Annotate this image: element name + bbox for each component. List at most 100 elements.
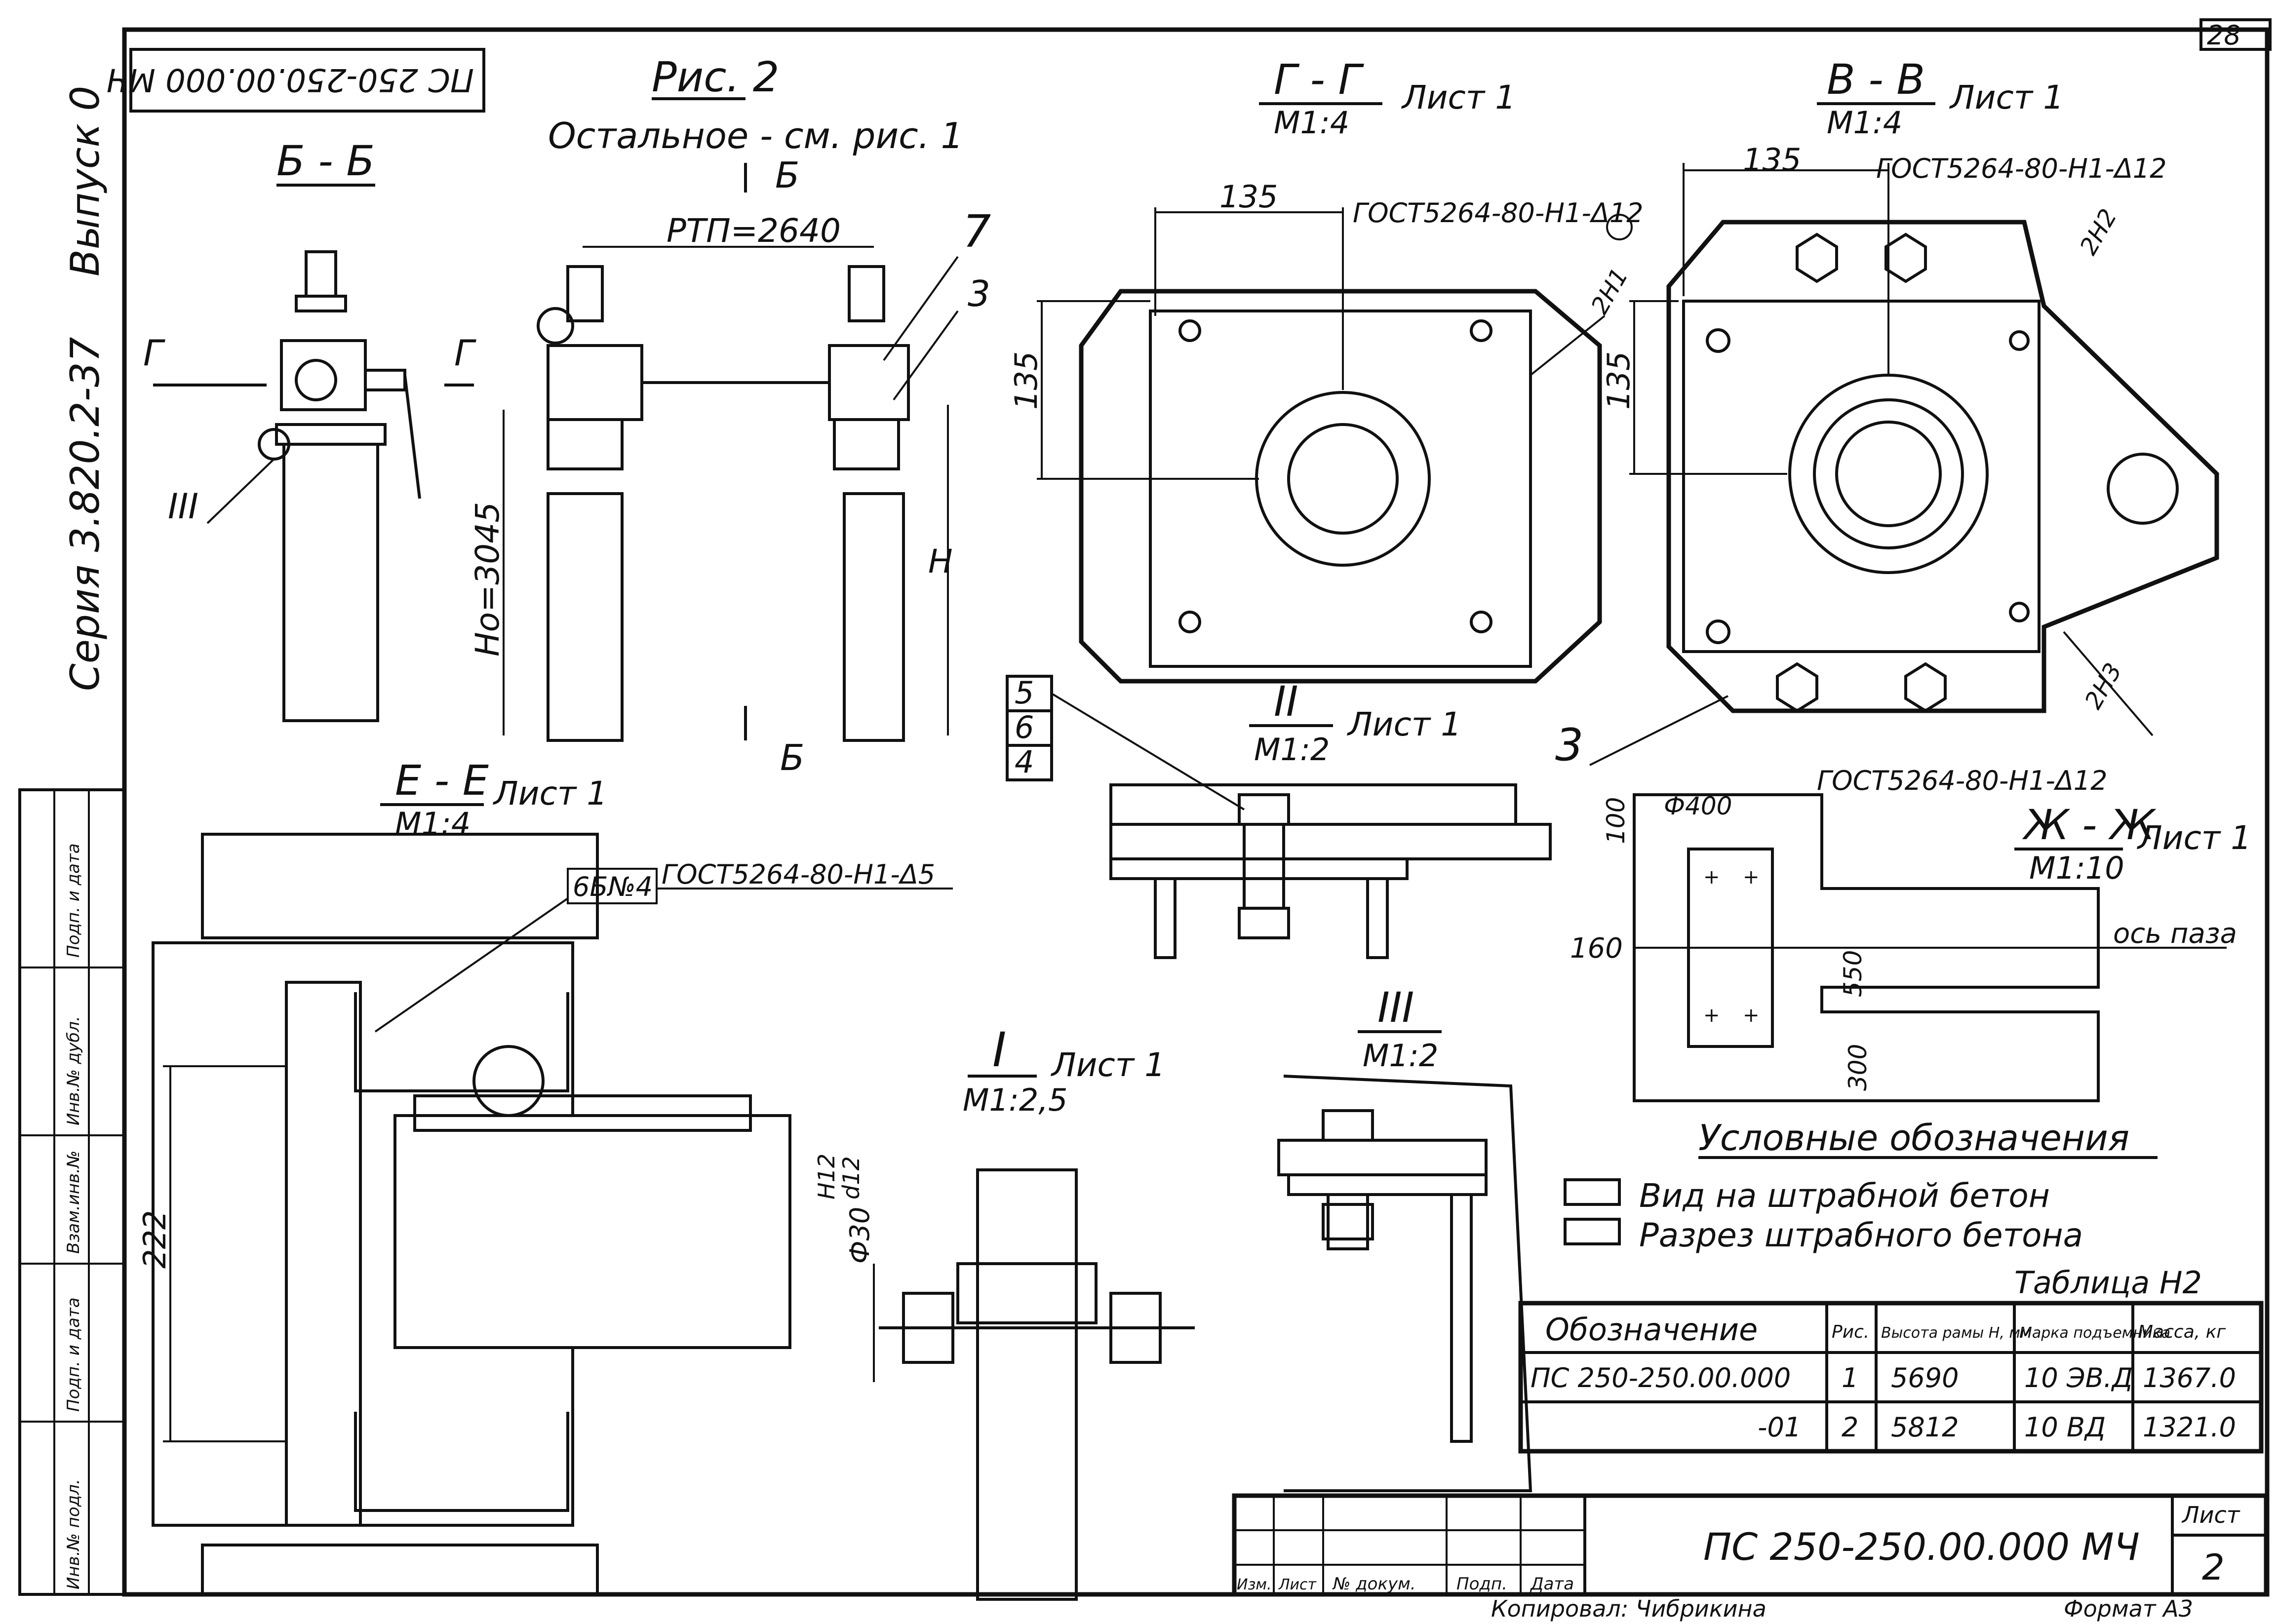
side-stamp: Инв.№ подл. Подп. и дата Взам.инв.№ Инв.…: [18, 86, 126, 1596]
section-ee-sheet: Лист 1: [493, 774, 607, 812]
table-cell: 1321.0: [2143, 1412, 2236, 1443]
data-table: Таблица Н2 Обозначение Рис. Высота рамы …: [1518, 1265, 2264, 1454]
zhzh-d550: 550: [1839, 950, 1867, 997]
table-cell: -01: [1758, 1412, 1801, 1443]
section-vv-sheet: Лист 1: [1949, 78, 2064, 116]
detail-1-sheet: Лист 1: [1051, 1046, 1165, 1084]
detail-2: II М1:2 Лист 1 5 6 4: [1006, 675, 1552, 959]
section-gg: Г - Г М1:4 Лист 1 135 135 ГОСТ5264-80-Н1…: [1008, 55, 1644, 684]
title-format: Формат А3: [2064, 1595, 2193, 1622]
title-col: Дата: [1530, 1574, 1574, 1594]
callout-3-top: 3: [968, 273, 990, 314]
table-header: Рис.: [1832, 1322, 1869, 1342]
detail-1: I М1:2,5 Лист 1 Ф30 Н12 d12: [813, 1022, 1195, 1601]
vv-dim-135-v: 135: [1601, 351, 1637, 410]
section-vv: В - В М1:4 Лист 1 135 135 ГОСТ5264-80-Н1…: [1555, 55, 2219, 796]
ee-channel: 6Б№4: [573, 871, 653, 902]
table-cell: 5690: [1891, 1362, 1959, 1393]
side-issue: Выпуск 0: [62, 86, 108, 276]
table-header: Марка подъемника: [2019, 1324, 2170, 1342]
h0-dim: Но=3045: [469, 502, 507, 657]
rtp-dim: РТП=2640: [667, 212, 841, 250]
table-cell: ПС 250-250.00.000: [1531, 1362, 1791, 1393]
title-col: Изм.: [1237, 1576, 1272, 1593]
vv-weld-2h2: 2Н2: [2075, 204, 2122, 260]
zhzh-d400: Ф400: [1664, 792, 1732, 820]
section-gg-label: Г - Г: [1274, 55, 1365, 104]
table-header: Обозначение: [1545, 1312, 1758, 1348]
title-sheet-value: 2: [2202, 1547, 2225, 1588]
title-block: Изм. Лист № докум. Подп. Дата ПС 250-250…: [1232, 1493, 2269, 1622]
callout-5: 5: [1015, 675, 1034, 711]
svg-text:+: +: [1743, 1004, 1760, 1027]
vv-weld-2h3: 2Н3: [2080, 658, 2127, 714]
h-dim: Н: [928, 542, 953, 580]
main-view: Б РТП=2640 Но=3045 Н Б 7 3: [469, 155, 991, 778]
vv-weld-bottom: ГОСТ5264-80-Н1-Δ12: [1817, 765, 2108, 796]
title-designation: ПС 250-250.00.000 МЧ: [1703, 1525, 2140, 1569]
section-zhzh-sheet: Лист 1: [2137, 819, 2251, 857]
title-col: Подп.: [1456, 1574, 1507, 1594]
gg-dim-135-h: 135: [1219, 179, 1278, 215]
section-zhzh-scale: М1:10: [2029, 850, 2124, 886]
detail-1-label: I: [992, 1022, 1006, 1078]
side-stamp-label: Инв.№ дубл.: [64, 1016, 83, 1125]
legend: Условные обозначения Вид на штрабной бет…: [1564, 1117, 2158, 1254]
table-header: Масса, кг: [2138, 1322, 2226, 1342]
table-cell: 5812: [1891, 1412, 1959, 1443]
table-cell: 2: [1842, 1412, 1858, 1443]
ee-dim-222: 222: [137, 1210, 173, 1269]
detail-2-sheet: Лист 1: [1347, 705, 1461, 743]
zhzh-d160: 160: [1570, 932, 1623, 965]
legend-title: Условные обозначения: [1698, 1117, 2129, 1159]
side-series: Серия 3.820.2-37: [62, 337, 108, 691]
legend-item-section: Разрез штрабного бетона: [1639, 1216, 2083, 1254]
detail-1-h12: Н12: [813, 1154, 840, 1199]
table-cell: 10 ЭВ.Д: [2024, 1362, 2133, 1393]
section-zhzh-label: Ж - Ж: [2022, 801, 2157, 849]
callout-7: 7: [963, 206, 991, 258]
svg-text:+: +: [1703, 866, 1720, 889]
section-ee: Е - Е М1:4 Лист 1 222 6Б№4 ГОСТ5264-80-Н…: [137, 756, 953, 1596]
callout-3: 3: [1555, 719, 1583, 771]
cut-g-left: Г: [143, 332, 165, 374]
vv-dim-135-h: 135: [1743, 142, 1801, 178]
section-gg-sheet: Лист 1: [1401, 78, 1516, 116]
gg-dim-135-v: 135: [1008, 351, 1044, 410]
zhzh-d100: 100: [1602, 797, 1630, 844]
section-bb: Б - Б III Г Г: [143, 137, 476, 722]
gg-weld: ГОСТ5264-80-Н1-Δ12: [1353, 197, 1644, 229]
detail-1-d12: d12: [838, 1156, 864, 1199]
page-number: 28: [2207, 20, 2241, 51]
section-zhzh: Ж - Ж М1:10 Лист 1 + + + + ось паза 100 …: [1570, 792, 2251, 1102]
table-header: Высота рамы Н, мм: [1881, 1324, 2032, 1342]
zhzh-axis-label: ось паза: [2113, 918, 2237, 950]
zhzh-d300: 300: [1844, 1044, 1872, 1091]
legend-item-view: Вид на штрабной бетон: [1639, 1177, 2050, 1215]
section-ee-label: Е - Е: [395, 756, 489, 805]
doc-code-topleft: ПС 250-250.00.000 МЧ: [107, 48, 485, 113]
cut-g-right: Г: [454, 332, 476, 374]
detail-3-marker: III: [168, 486, 198, 527]
doc-code-text: ПС 250-250.00.000 МЧ: [107, 61, 474, 98]
cut-b-bottom: Б: [780, 737, 804, 778]
table-cell: 1367.0: [2143, 1362, 2236, 1393]
fig-title: Рис. 2: [652, 53, 779, 101]
title-copied: Копировал: Чибрикина: [1491, 1595, 1767, 1622]
section-vv-label: В - В: [1827, 55, 1925, 104]
section-vv-scale: М1:4: [1827, 105, 1902, 141]
side-stamp-label: Взам.инв.№: [64, 1151, 83, 1254]
fig-note: Остальное - см. рис. 1: [548, 115, 963, 156]
vv-weld: ГОСТ5264-80-Н1-Δ12: [1876, 153, 2167, 184]
title-col: № докум.: [1332, 1574, 1416, 1594]
detail-3: III М1:2: [1277, 983, 1532, 1492]
table-cell: 10 ВД: [2024, 1412, 2106, 1443]
table-cell: 1: [1842, 1362, 1858, 1393]
ee-weld: ГОСТ5264-80-Н1-Δ5: [662, 859, 935, 890]
detail-3-label: III: [1377, 983, 1414, 1032]
callout-4: 4: [1015, 744, 1034, 780]
section-ee-scale: М1:4: [395, 806, 471, 842]
svg-text:+: +: [1743, 866, 1760, 889]
section-bb-label: Б - Б: [276, 137, 375, 185]
